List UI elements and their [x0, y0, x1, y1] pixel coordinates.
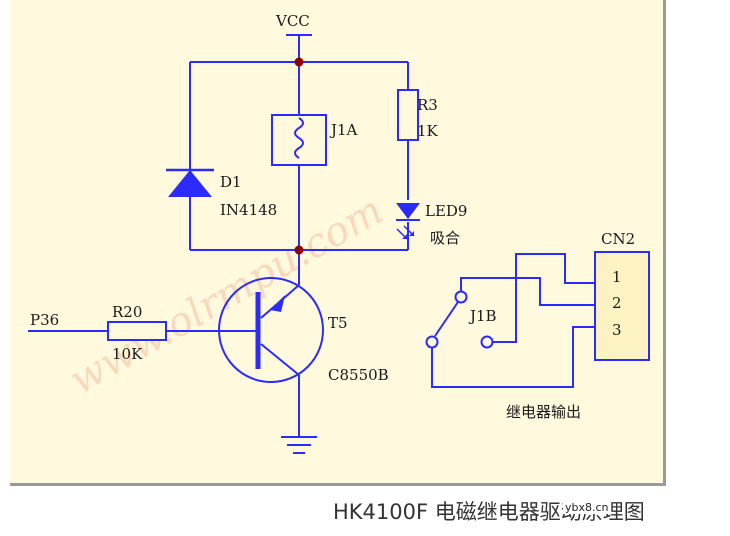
cn2-pin1-label: 1: [612, 268, 622, 286]
cn2-label: CN2: [601, 230, 635, 248]
cn2-pin2-label: 2: [612, 294, 622, 312]
junction-top: [294, 57, 304, 67]
relay-output-label: 继电器输出: [506, 403, 581, 421]
led-note-label: 吸合: [430, 229, 460, 247]
relay-switch-j1b: [425, 253, 595, 388]
connector-cn2: [594, 251, 650, 361]
d1-part-label: IN4148: [220, 201, 277, 219]
relay-coil-j1a: [271, 114, 327, 166]
led-ref-label: LED9: [425, 202, 467, 220]
p36-label: P36: [30, 311, 59, 329]
cn2-pin3-label: 3: [612, 321, 622, 339]
resistor-r20: [107, 321, 167, 341]
vcc-label: VCC: [275, 12, 310, 30]
diode-d1: [166, 168, 214, 197]
site-tag: ybx8.cn: [563, 501, 611, 514]
j1a-label: J1A: [329, 121, 358, 139]
led-led9: [396, 203, 420, 240]
r3-ref-label: R3: [417, 96, 438, 114]
t5-part-label: C8550B: [328, 366, 389, 384]
transistor-t5: [218, 277, 324, 383]
ground-symbol: [281, 436, 317, 454]
resistor-r3: [397, 89, 419, 141]
r20-value-label: 10K: [112, 345, 143, 363]
junction-bottom: [294, 245, 304, 255]
schematic-panel: [10, 0, 666, 486]
d1-ref-label: D1: [220, 173, 242, 191]
t5-ref-label: T5: [328, 314, 348, 332]
j1b-label: J1B: [468, 307, 497, 325]
r3-value-label: 1K: [417, 122, 439, 140]
vcc-symbol: [286, 34, 312, 60]
r20-ref-label: R20: [112, 303, 142, 321]
